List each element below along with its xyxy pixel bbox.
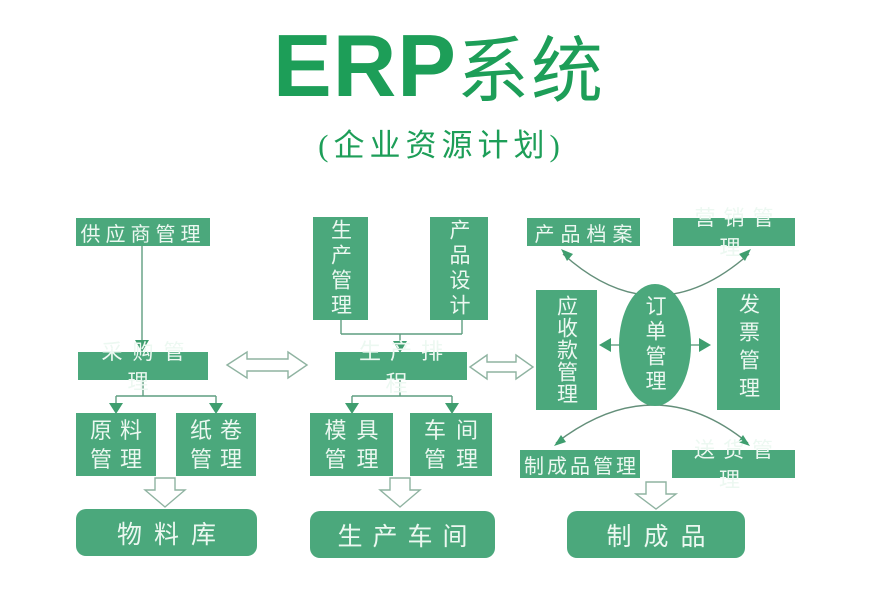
subtitle: (企业资源计划): [318, 128, 565, 163]
node-label-line1: 模具: [324, 417, 389, 443]
node-label-line1: 原料: [89, 417, 150, 443]
node-label-line1: 车间: [423, 417, 488, 443]
arrow-order-to-invoice: [690, 338, 711, 352]
node-product-archive: 产品档案: [527, 218, 640, 246]
node-label-line2: 管理: [189, 446, 250, 472]
arrow-order-to-receivables: [599, 338, 620, 352]
double-arrow-scheduling-receivables: [468, 353, 535, 381]
node-label: 产品设计: [447, 218, 471, 319]
hollow-arrow-to-finished-goods: [633, 481, 679, 510]
node-label-line2: 管理: [89, 446, 150, 472]
node-label: 供应商管理: [80, 223, 206, 246]
node-label: 制成品: [606, 523, 718, 551]
node-label: 生产管理: [328, 218, 353, 319]
node-paper-roll-management: 纸卷 管理: [176, 413, 256, 476]
hollow-arrow-to-production-workshop: [378, 477, 422, 508]
node-label: 采购管理: [101, 340, 195, 394]
node-label: 生产车间: [337, 523, 478, 551]
node-label-line1: 纸卷: [189, 417, 250, 443]
node-invoice-management: 发票管理: [717, 288, 780, 410]
node-raw-material-management: 原料 管理: [76, 413, 156, 476]
node-production-scheduling: 生产排程: [335, 339, 467, 396]
node-label: 应收款管理: [554, 295, 579, 405]
node-workshop-management: 车间 管理: [410, 413, 492, 476]
hollow-arrow-to-material-store: [143, 477, 187, 508]
node-supplier-management: 供应商管理: [76, 218, 210, 246]
node-label: 营销管理: [694, 206, 782, 260]
node-label-line2: 管理: [324, 446, 389, 472]
node-receivables-management: 应收款管理: [536, 290, 597, 410]
double-arrow-purchasing-scheduling: [225, 350, 309, 380]
node-production-workshop: 生产车间: [310, 511, 495, 558]
node-label: 产品档案: [534, 223, 639, 246]
node-finished-goods: 制成品: [567, 511, 745, 558]
node-label: 物料库: [116, 521, 228, 549]
node-material-warehouse: 物料库: [76, 509, 257, 556]
node-label: 订单管理: [643, 295, 667, 395]
node-label: 发票管理: [736, 293, 761, 405]
page-title: ERP系统 (企业资源计划): [0, 22, 878, 165]
node-marketing-management: 营销管理: [673, 206, 795, 260]
node-label: 制成品管理: [524, 455, 639, 478]
node-label-line2: 管理: [423, 446, 488, 472]
title-erp: ERP: [273, 16, 457, 115]
main-title: ERP系统: [0, 22, 878, 110]
node-mold-management: 模具 管理: [310, 413, 393, 476]
node-order-management: 订单管理: [619, 284, 691, 406]
node-label: 送货管理: [694, 438, 781, 492]
node-finished-goods-management: 制成品管理: [520, 450, 640, 478]
node-purchasing-management: 采购管理: [78, 340, 208, 394]
node-delivery-management: 送货管理: [672, 438, 795, 492]
node-label: 生产排程: [358, 339, 452, 396]
title-system: 系统: [456, 32, 605, 112]
node-product-design: 产品设计: [430, 217, 488, 320]
node-production-management: 生产管理: [313, 217, 368, 320]
